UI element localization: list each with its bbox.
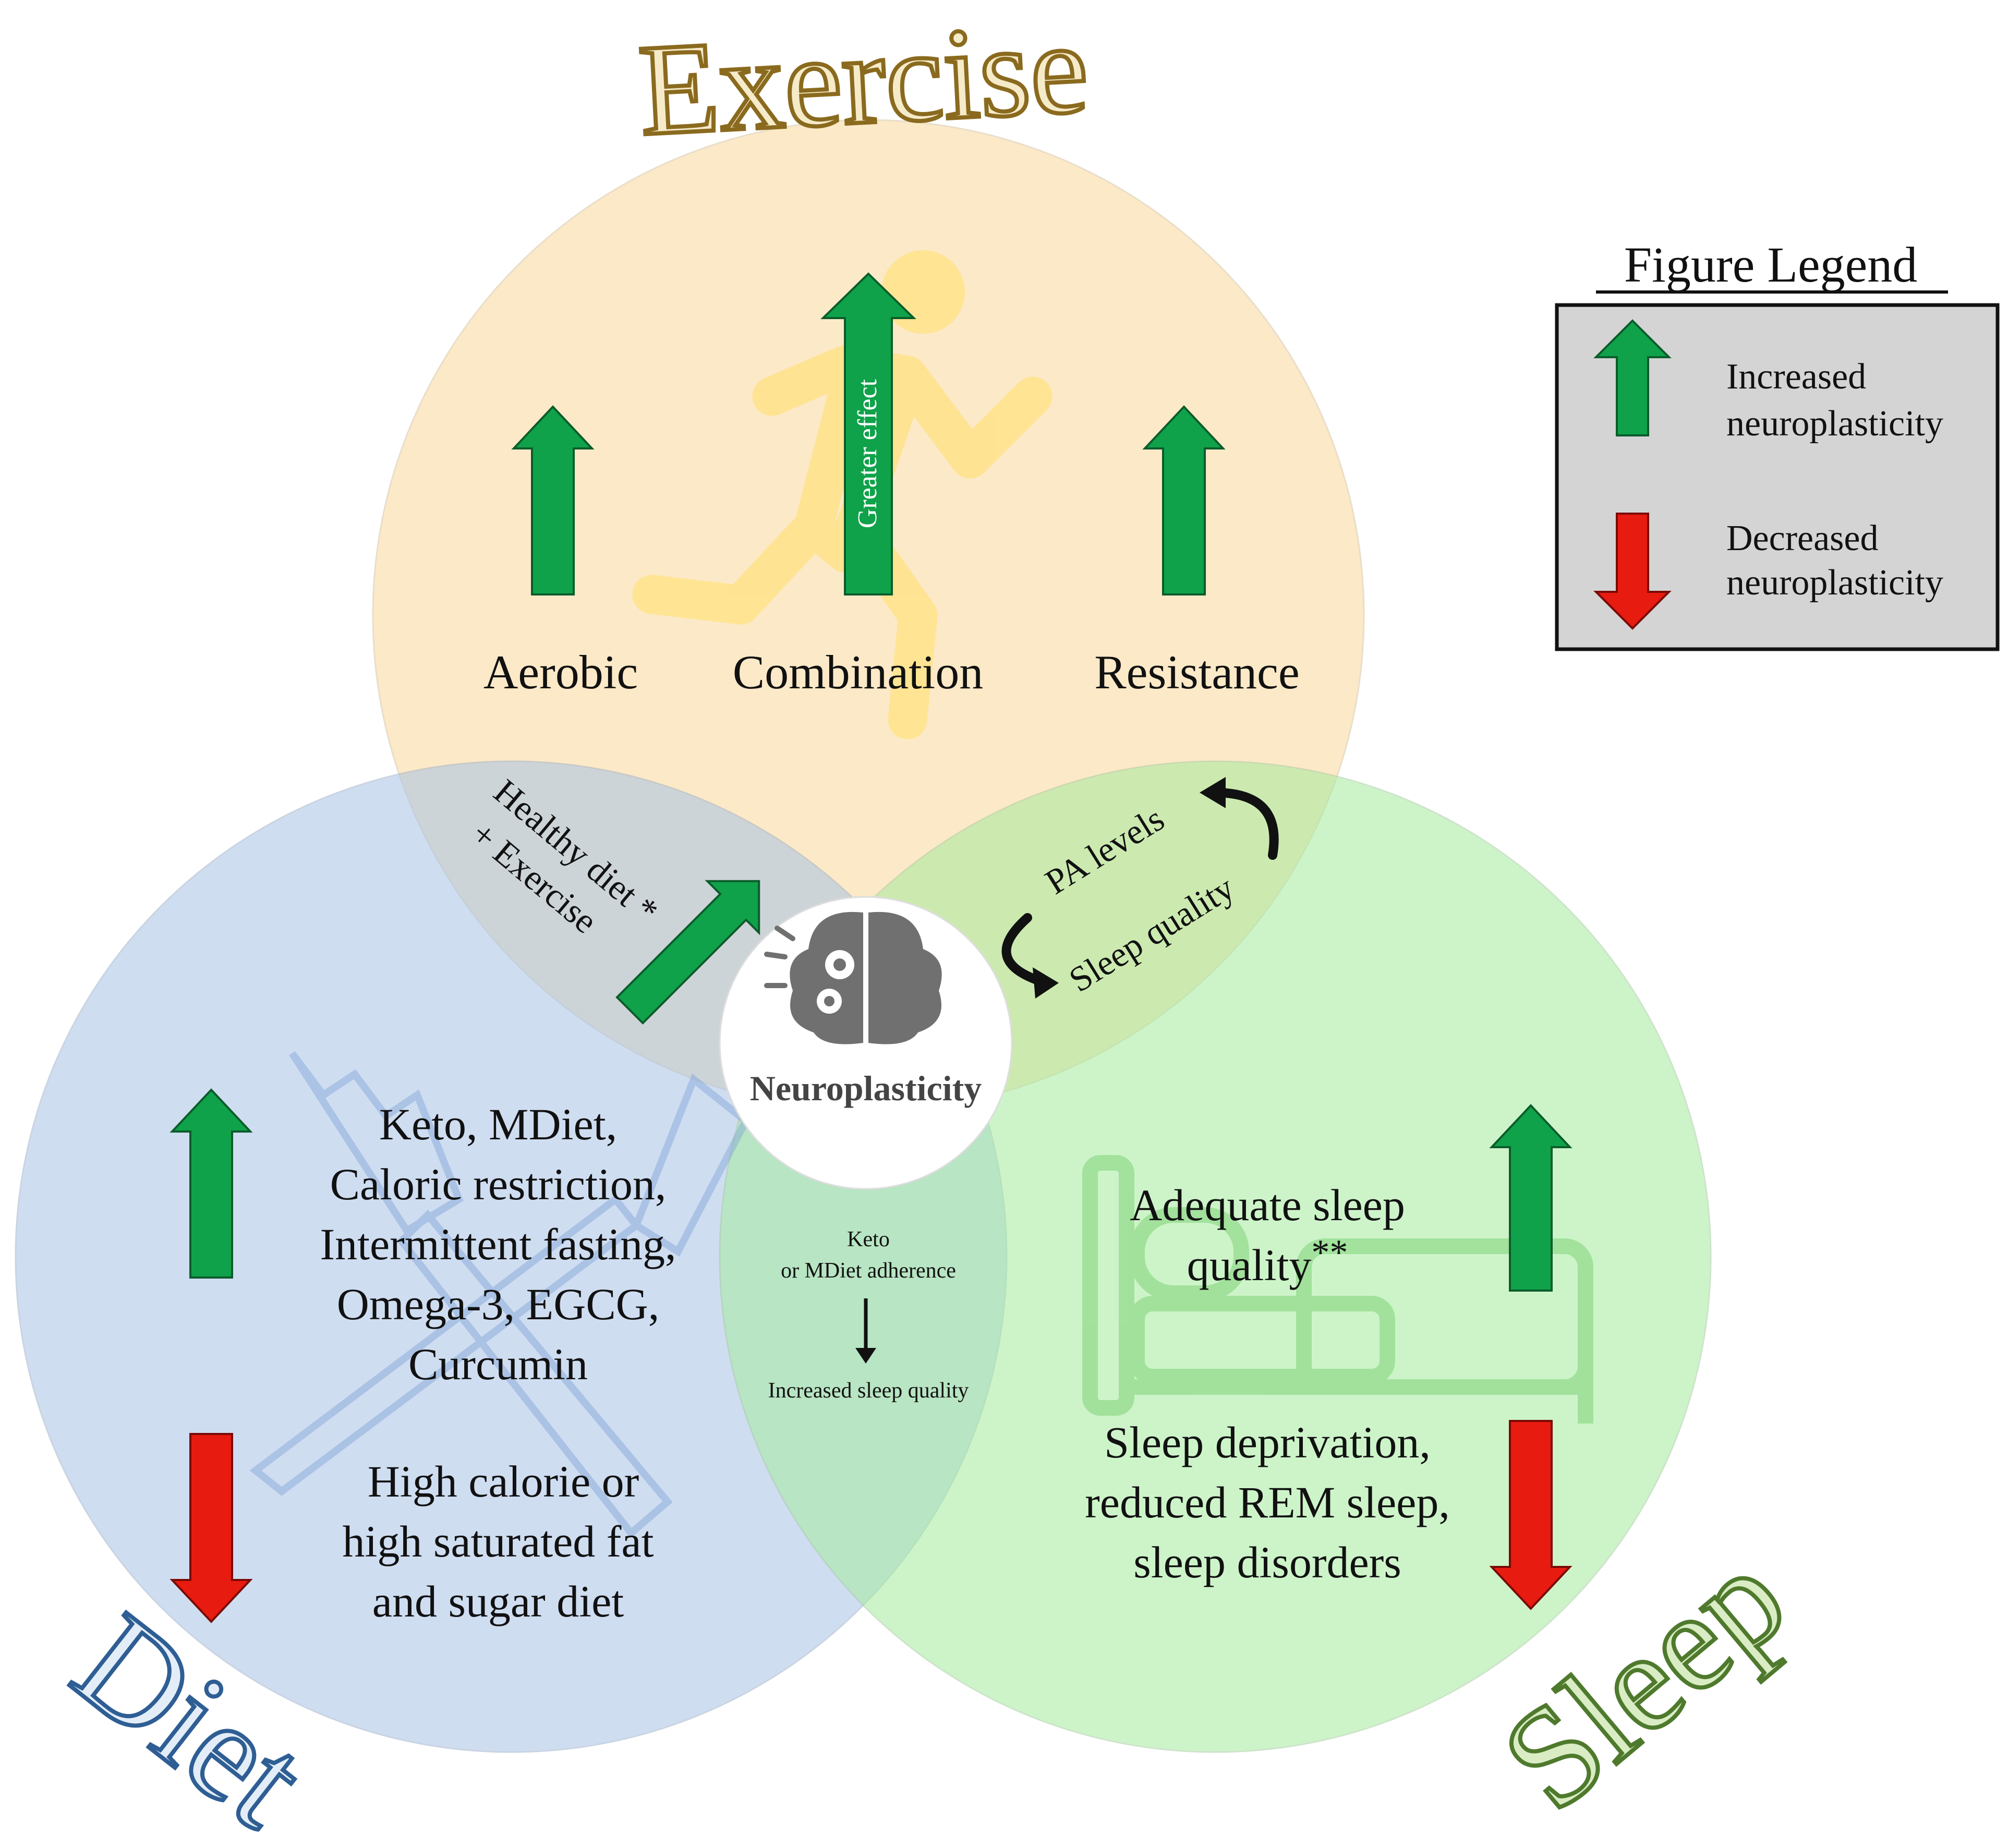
diet-positive-line: Intermittent fasting, xyxy=(320,1219,676,1269)
resistance-label: Resistance xyxy=(1094,646,1299,699)
aerobic-label: Aerobic xyxy=(483,646,638,699)
legend-decreased-label-2: neuroplasticity xyxy=(1726,563,1943,603)
down-small-arrow xyxy=(855,1298,876,1364)
greater-effect-label: Greater effect xyxy=(853,379,882,528)
sleep-down-arrow xyxy=(1489,1420,1572,1610)
mdiet-adherence-label: or MDiet adherence xyxy=(781,1259,956,1283)
figure-legend: Figure Legend Increased neuroplasticity … xyxy=(1555,237,2000,651)
brain-gears-icon xyxy=(764,911,942,1044)
legend-decreased-label: Decreased xyxy=(1726,518,1878,558)
adequate-sleep-label: Adequate sleep xyxy=(1130,1180,1405,1230)
sleep-quality-mark: ** xyxy=(1311,1233,1348,1273)
diet-positive-line: Caloric restriction, xyxy=(330,1159,667,1209)
sleep-quality-line: quality** xyxy=(1187,1233,1348,1290)
combination-label: Combination xyxy=(733,646,983,699)
sleep-negative-line: Sleep deprivation, xyxy=(1104,1417,1431,1467)
keto-label: Keto xyxy=(847,1227,890,1251)
diet-positive-line: Keto, MDiet, xyxy=(379,1099,617,1149)
cycle-arrows-icon xyxy=(1001,777,1279,999)
legend-down-arrow xyxy=(1593,513,1672,630)
diet-negative-line: high saturated fat xyxy=(342,1516,654,1566)
resistance-up-arrow xyxy=(1142,405,1226,595)
sleep-negative-line: sleep disorders xyxy=(1133,1537,1401,1587)
diet-up-arrow xyxy=(170,1088,253,1279)
sleep-quality-text: quality xyxy=(1187,1240,1312,1290)
aerobic-up-arrow xyxy=(511,405,595,595)
diet-negative-line: and sugar diet xyxy=(372,1576,624,1626)
diet-exercise-up-arrow xyxy=(615,880,760,1025)
legend-increased-label-2: neuroplasticity xyxy=(1726,404,1943,444)
legend-up-arrow xyxy=(1593,319,1672,436)
center-circle xyxy=(719,896,1013,1190)
sleep-negative-text: Sleep deprivation, reduced REM sleep, sl… xyxy=(1085,1417,1450,1587)
diet-negative-line: High calorie or xyxy=(368,1456,639,1506)
diet-positive-line: Omega-3, EGCG, xyxy=(337,1279,660,1329)
neuroplasticity-label: Neuroplasticity xyxy=(750,1068,982,1108)
exercise-title: Exercise xyxy=(636,0,1092,163)
legend-title: Figure Legend xyxy=(1624,237,1918,293)
increased-sleep-quality-label: Increased sleep quality xyxy=(768,1379,969,1403)
combination-up-arrow xyxy=(820,272,916,595)
legend-increased-label: Increased xyxy=(1726,357,1866,397)
diet-positive-text: Keto, MDiet, Caloric restriction, Interm… xyxy=(320,1099,676,1389)
fork-knife-icon xyxy=(249,1051,751,1539)
diet-down-arrow xyxy=(170,1433,253,1623)
diet-negative-text: High calorie or high saturated fat and s… xyxy=(342,1456,654,1626)
bed-icon xyxy=(1082,1155,1593,1424)
diet-positive-line: Curcumin xyxy=(408,1339,588,1389)
sleep-negative-line: reduced REM sleep, xyxy=(1085,1477,1450,1527)
sleep-up-arrow xyxy=(1489,1104,1572,1292)
